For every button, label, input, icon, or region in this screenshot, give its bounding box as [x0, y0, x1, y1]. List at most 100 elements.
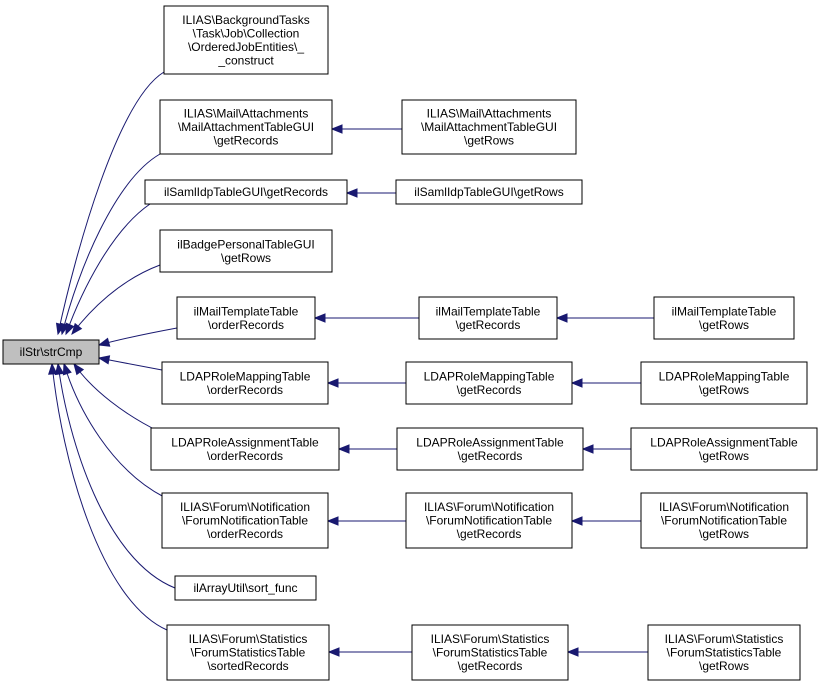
edge-fstat3-to-fstat2-arrowhead [566, 647, 579, 657]
node-fstat1-label: ILIAS\Forum\Statistics [189, 632, 308, 646]
node-fstat3-label: \getRows [699, 659, 749, 673]
edge-bgtask-to-root [57, 71, 165, 335]
node-fnot3-box [640, 492, 808, 549]
node-mtpl2[interactable]: ilMailTemplateTable\getRecords [418, 296, 558, 340]
node-root[interactable]: ilStr\strCmp [2, 339, 100, 365]
node-fnot1-label: \ForumNotificationTable [182, 514, 308, 528]
edge-ldapa3-to-ldapa2-arrowhead [581, 444, 594, 454]
edge-badge-to-root-arrowhead [71, 322, 83, 336]
edge-saml1-to-root-arrowhead [65, 322, 75, 336]
node-fstat1[interactable]: ILIAS\Forum\Statistics\ForumStatisticsTa… [166, 624, 330, 681]
node-badge-box [159, 229, 333, 273]
node-fstat3[interactable]: ILIAS\Forum\Statistics\ForumStatisticsTa… [647, 624, 801, 681]
node-ldapm3-box [640, 361, 808, 405]
node-ldapa3-label: \getRows [699, 449, 749, 463]
edge-ldapm2-to-ldapm1-arrowhead [326, 378, 339, 388]
node-ldapm3[interactable]: LDAPRoleMappingTable\getRows [640, 361, 808, 405]
node-saml1[interactable]: ilSamlIdpTableGUI\getRecords [144, 179, 348, 205]
node-fnot2-box [405, 492, 573, 549]
node-bgtask-label: \OrderedJobEntities\_ [188, 40, 304, 54]
node-ldapm1-box [161, 361, 329, 405]
edge-saml1-to-root [65, 203, 151, 335]
node-bgtask-label: ILIAS\BackgroundTasks [182, 13, 309, 27]
edge-ldapa1-to-root-arrowhead [73, 362, 85, 376]
edge-mtpl1-to-root [98, 327, 178, 346]
node-ldapm2[interactable]: LDAPRoleMappingTable\getRecords [405, 361, 573, 405]
node-fnot3-label: \ForumNotificationTable [661, 514, 787, 528]
edge-ldapa2-to-ldapa1-arrowhead [337, 444, 350, 454]
edge-fstat2-to-fstat1-arrowhead [327, 647, 340, 657]
node-fnot1-label: \orderRecords [207, 527, 283, 541]
node-fnot2-label: ILIAS\Forum\Notification [424, 500, 554, 514]
node-ldapm3-label: LDAPRoleMappingTable [659, 369, 790, 383]
node-ldapa3-box [630, 427, 818, 471]
node-badge[interactable]: ilBadgePersonalTableGUI\getRows [159, 229, 333, 273]
nodes: ilStr\strCmp ILIAS\BackgroundTasks\Task\J… [2, 5, 818, 681]
node-fnot3-label: ILIAS\Forum\Notification [659, 500, 789, 514]
node-mtpl3-label: \getRows [699, 318, 749, 332]
node-ldapm1-label: \orderRecords [207, 383, 283, 397]
node-fnot3[interactable]: ILIAS\Forum\Notification\ForumNotificati… [640, 492, 808, 549]
node-badge-label: \getRows [221, 251, 271, 265]
node-fstat2-label: ILIAS\Forum\Statistics [431, 632, 550, 646]
node-ldapa2[interactable]: LDAPRoleAssignmentTable\getRecords [396, 427, 584, 471]
node-fstat1-label: \ForumStatisticsTable [191, 646, 306, 660]
node-ldapa2-box [396, 427, 584, 471]
node-fnot2[interactable]: ILIAS\Forum\Notification\ForumNotificati… [405, 492, 573, 549]
node-fstat2[interactable]: ILIAS\Forum\Statistics\ForumStatisticsTa… [411, 624, 569, 681]
edge-fstat1-to-root [51, 363, 168, 631]
node-mtpl3[interactable]: ilMailTemplateTable\getRows [653, 296, 795, 340]
node-mail2-label: \getRows [464, 134, 514, 148]
edge-mtpl2-to-mtpl1-arrowhead [313, 313, 326, 323]
node-mtpl3-label: ilMailTemplateTable [672, 304, 777, 318]
node-fnot1[interactable]: ILIAS\Forum\Notification\ForumNotificati… [161, 492, 329, 549]
node-mtpl2-box [418, 296, 558, 340]
node-fstat3-label: ILIAS\Forum\Statistics [665, 632, 784, 646]
node-mail2[interactable]: ILIAS\Mail\Attachments\MailAttachmentTab… [401, 99, 577, 155]
node-bgtask-label: \Task\Job\Collection [193, 26, 300, 40]
node-mail1-label: \getRecords [214, 134, 279, 148]
edge-fnot1-to-root-arrowhead [62, 362, 72, 376]
node-bgtask-box [163, 5, 329, 75]
node-fnot1-label: ILIAS\Forum\Notification [180, 500, 310, 514]
node-fnot3-label: \getRows [699, 527, 749, 541]
node-mail2-label: ILIAS\Mail\Attachments [427, 107, 552, 121]
node-ldapa1-box [150, 427, 340, 471]
node-mtpl1-label: \orderRecords [208, 318, 284, 332]
node-ldapm1[interactable]: LDAPRoleMappingTable\orderRecords [161, 361, 329, 405]
node-mtpl1-box [176, 296, 316, 340]
node-fstat2-label: \getRecords [458, 659, 523, 673]
edges [48, 71, 654, 657]
node-ldapa3[interactable]: LDAPRoleAssignmentTable\getRows [630, 427, 818, 471]
node-ldapm1-label: LDAPRoleMappingTable [180, 369, 311, 383]
edge-ldapm1-to-root-arrowhead [97, 355, 111, 365]
node-saml2[interactable]: ilSamlIdpTableGUI\getRows [395, 179, 583, 205]
node-mail1[interactable]: ILIAS\Mail\Attachments\MailAttachmentTab… [159, 99, 333, 155]
edge-mail2-to-mail1-arrowhead [330, 124, 343, 134]
edge-mtpl3-to-mtpl2-arrowhead [555, 313, 568, 323]
edge-saml2-to-saml1-arrowhead [345, 188, 358, 198]
node-saml2-box [395, 179, 583, 205]
node-mtpl1[interactable]: ilMailTemplateTable\orderRecords [176, 296, 316, 340]
node-bgtask[interactable]: ILIAS\BackgroundTasks\Task\Job\Collectio… [163, 5, 329, 75]
node-saml2-label: ilSamlIdpTableGUI\getRows [414, 185, 563, 199]
node-arrutil-label: ilArrayUtil\sort_func [193, 581, 297, 595]
node-arrutil[interactable]: ilArrayUtil\sort_func [174, 575, 317, 601]
edge-ldapm3-to-ldapm2-arrowhead [570, 378, 583, 388]
node-mail1-box [159, 99, 333, 155]
node-ldapm2-box [405, 361, 573, 405]
node-mtpl1-label: ilMailTemplateTable [194, 304, 299, 318]
node-ldapa1[interactable]: LDAPRoleAssignmentTable\orderRecords [150, 427, 340, 471]
node-root-box [2, 339, 100, 365]
edge-badge-to-root [71, 264, 161, 335]
node-fstat1-label: \sortedRecords [207, 659, 288, 673]
node-fstat2-box [411, 624, 569, 681]
edge-fnot3-to-fnot2-arrowhead [570, 516, 583, 526]
node-ldapa2-label: \getRecords [458, 449, 523, 463]
edge-arrutil-to-root-arrowhead [54, 362, 65, 376]
edge-arrutil-to-root [57, 363, 176, 589]
node-fstat3-label: \ForumStatisticsTable [667, 646, 782, 660]
edge-fnot2-to-fnot1-arrowhead [326, 516, 339, 526]
node-saml1-label: ilSamlIdpTableGUI\getRecords [164, 185, 328, 199]
